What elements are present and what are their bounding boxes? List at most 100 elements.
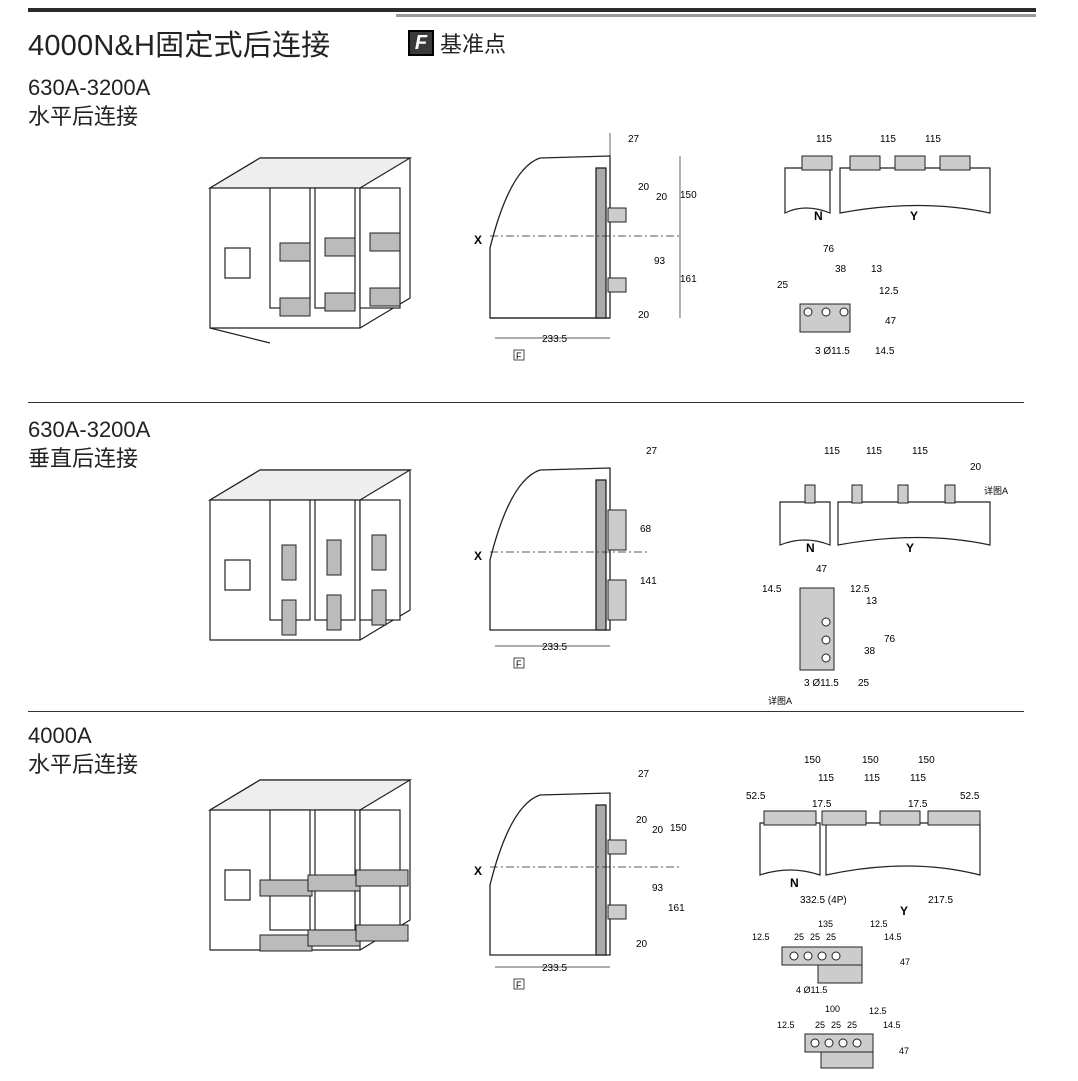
side-view-horizontal: X 27 20 20 150 93 161 20 233.5 F	[474, 133, 697, 361]
x-axis-label: X	[474, 233, 482, 247]
detail-p2: 25	[831, 1020, 841, 1030]
pitch-2: 115	[864, 773, 880, 784]
detail-p3: 25	[826, 932, 836, 942]
mid-1: 17.5	[812, 799, 832, 810]
top-view-4000a: 150 150 150 115 115 115 52.5 52.5 17.5 1…	[746, 755, 981, 918]
dim-top: 27	[628, 134, 640, 145]
pitch-3: 115	[912, 446, 928, 457]
y-axis-label: Y	[910, 209, 918, 223]
detail-height: 47	[885, 316, 897, 327]
span-1: 150	[804, 755, 821, 766]
dim-2: 141	[640, 576, 657, 587]
ref-f-mark: F	[516, 351, 522, 361]
dim-depth: 233.5	[542, 334, 567, 345]
detail-width: 135	[818, 919, 833, 929]
header-rule	[28, 8, 1036, 12]
section-range: 4000A	[28, 723, 92, 748]
section-connection: 水平后连接	[28, 752, 139, 777]
side-view-4000a: X 27 20 20 150 93 161 20 233.5 F	[474, 769, 687, 990]
dim-3: 150	[680, 190, 697, 201]
detail-r: 12.5	[869, 1006, 887, 1016]
detail-caption: 详图A	[768, 695, 792, 706]
detail-edge: 14.5	[762, 584, 782, 595]
pitch-3: 115	[925, 134, 941, 145]
detail-4000a-2: 100 12.5 12.5 25 25 25 14.5 47	[777, 1004, 909, 1069]
neutral-label: N	[814, 209, 823, 223]
pitch-3: 115	[910, 773, 926, 784]
detail-width: 76	[823, 244, 835, 255]
detail-holes: 4 Ø11.5	[796, 985, 827, 995]
pitch-1: 115	[816, 134, 832, 145]
side-view-vertical: X 27 68 141 233.5 F	[474, 446, 658, 669]
detail-pitch: 38	[835, 264, 847, 275]
section-range: 630A-3200A	[28, 75, 151, 100]
width-4p: 332.5 (4P)	[800, 895, 847, 906]
detail-bottom: 14.5	[884, 932, 902, 942]
mid-2: 17.5	[908, 799, 928, 810]
pitch-2: 115	[866, 446, 882, 457]
dim-4: 93	[652, 883, 664, 894]
breaker-3d-horizontal	[207, 157, 413, 344]
x-axis-label: X	[474, 549, 482, 563]
dim-top: 27	[646, 446, 658, 457]
top-view-horizontal: 115 115 115 N Y	[784, 134, 991, 223]
breaker-3d-4000a	[207, 779, 413, 952]
dim-1: 20	[638, 182, 650, 193]
detail-width: 47	[816, 564, 828, 575]
span-3: 150	[918, 755, 935, 766]
page-title: 4000N&H固定式后连接	[28, 30, 331, 62]
x-axis-label: X	[474, 864, 482, 878]
ref-f-mark: F	[516, 980, 522, 990]
dim-2: 20	[652, 825, 664, 836]
y-axis-label: Y	[900, 904, 908, 918]
detail-a-ref: 详图A	[984, 485, 1008, 496]
top-view-vertical: 115 115 115 20 详图A N Y	[779, 446, 1008, 555]
dim-5: 161	[668, 903, 685, 914]
detail-vertical: 47 14.5 12.5 13 76 38 25 3 Ø11.5 详图A	[762, 564, 896, 706]
neutral-label: N	[806, 541, 815, 555]
section-1-heading: 630A-3200A 水平后连接	[28, 74, 150, 132]
dim-top: 27	[638, 769, 650, 780]
dim-3: 150	[670, 823, 687, 834]
width-right: 217.5	[928, 895, 953, 906]
detail-p2: 25	[810, 932, 820, 942]
neutral-label: N	[790, 876, 799, 890]
dim-1: 20	[636, 815, 648, 826]
offset-left: 52.5	[746, 791, 766, 802]
pitch-2: 115	[880, 134, 896, 145]
detail-width: 100	[825, 1004, 840, 1014]
reference-f-icon: F	[408, 30, 434, 56]
detail-thick: 13	[866, 596, 878, 607]
dim-6: 20	[636, 939, 648, 950]
dim-5: 161	[680, 274, 697, 285]
pitch-1: 115	[824, 446, 840, 457]
detail-height: 76	[884, 634, 896, 645]
section-connection: 垂直后连接	[28, 446, 139, 471]
dim-2: 20	[656, 192, 668, 203]
divider	[28, 711, 1024, 712]
detail-r: 12.5	[879, 286, 899, 297]
y-axis-label: Y	[906, 541, 914, 555]
dim-6: 20	[638, 310, 650, 321]
detail-height: 47	[900, 957, 910, 967]
offset-right: 52.5	[960, 791, 980, 802]
dim-depth: 233.5	[542, 642, 567, 653]
header-rule-secondary	[396, 14, 1036, 17]
detail-r: 12.5	[870, 919, 888, 929]
detail-bottom: 14.5	[883, 1020, 901, 1030]
detail-edge: 12.5	[752, 932, 770, 942]
reference-point-legend: F 基准点	[408, 27, 506, 59]
detail-p3: 25	[847, 1020, 857, 1030]
dim-4: 93	[654, 256, 666, 267]
bar-width: 20	[970, 462, 982, 473]
divider	[28, 402, 1024, 403]
detail-bottom: 25	[858, 678, 870, 689]
span-2: 150	[862, 755, 879, 766]
detail-pitch: 38	[864, 646, 876, 657]
pitch-1: 115	[818, 773, 834, 784]
detail-p1: 25	[815, 1020, 825, 1030]
section-range: 630A-3200A	[28, 417, 151, 442]
detail-thick: 13	[871, 264, 883, 275]
ref-f-mark: F	[516, 659, 522, 669]
dim-depth: 233.5	[542, 963, 567, 974]
